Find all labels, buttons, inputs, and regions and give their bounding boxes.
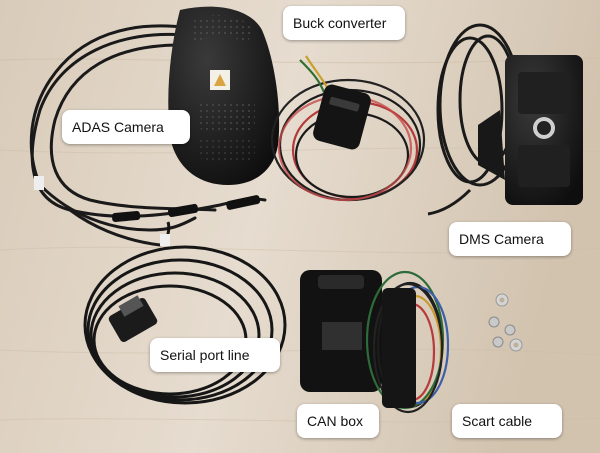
adas-camera-label: ADAS Camera bbox=[62, 110, 190, 144]
serial-connector bbox=[108, 234, 170, 343]
buck-converter bbox=[313, 84, 371, 150]
dms-camera bbox=[478, 55, 583, 205]
can-box bbox=[300, 270, 382, 392]
scart-cable-label: Scart cable bbox=[452, 404, 562, 438]
screws-and-washers bbox=[488, 293, 523, 352]
dms-camera-label: DMS Camera bbox=[449, 222, 571, 256]
buck-converter-label: Buck converter bbox=[283, 6, 405, 40]
adas-camera bbox=[168, 6, 280, 186]
serial-port-line-label: Serial port line bbox=[150, 338, 280, 372]
can-box-label: CAN box bbox=[297, 404, 379, 438]
scart-connector bbox=[382, 288, 416, 408]
adas-cable-connectors bbox=[34, 176, 261, 246]
adas-camera-cable bbox=[29, 24, 267, 247]
